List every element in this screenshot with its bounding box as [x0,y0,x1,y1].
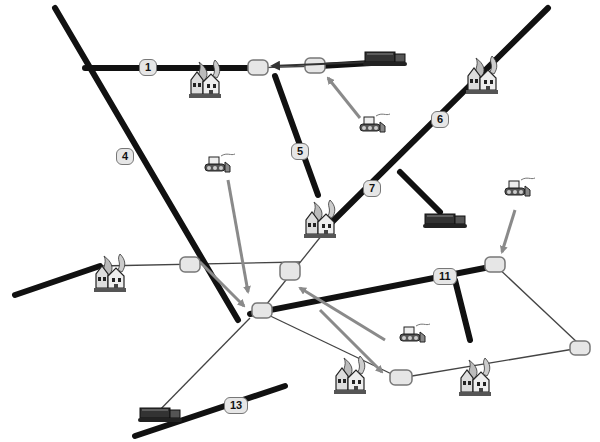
callout-number: 1 [139,59,157,76]
callout-number: 5 [291,143,309,160]
callout-number: 7 [363,180,381,197]
callout-number: 13 [224,397,248,414]
callout-number: 6 [431,111,449,128]
callout-number: 4 [116,148,134,165]
callout-number: 11 [433,268,457,285]
